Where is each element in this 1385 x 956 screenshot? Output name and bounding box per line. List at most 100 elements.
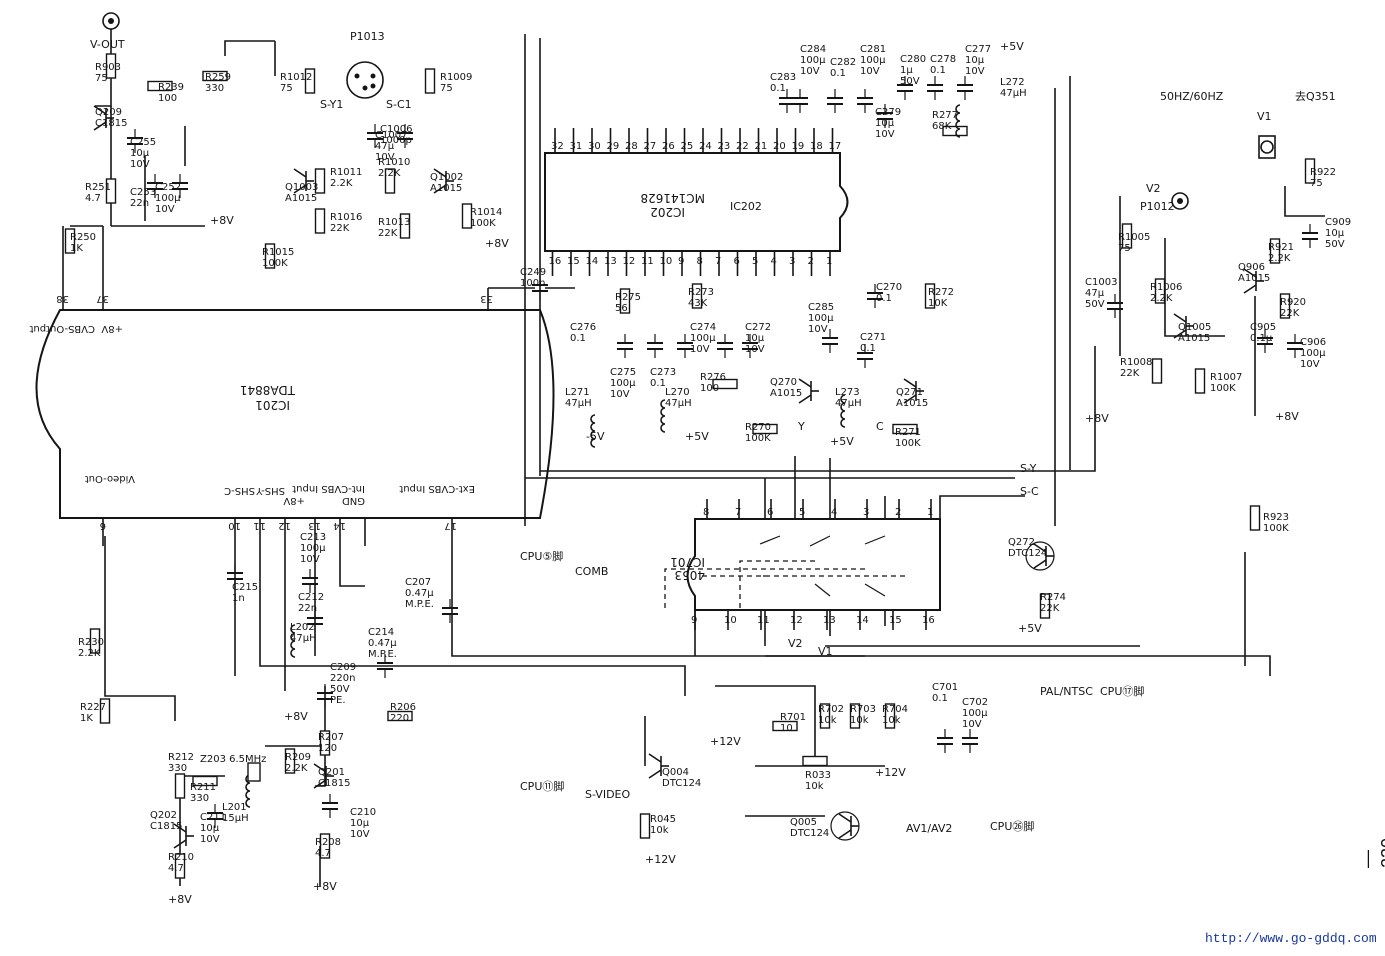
- r251-label: 4.7: [85, 193, 101, 204]
- source-url: http://www.go-gddq.com: [1205, 931, 1377, 946]
- c274-label: 10V: [690, 344, 710, 355]
- r702-resistor: [819, 703, 831, 729]
- c249-capacitor: [532, 276, 548, 300]
- c207-label: M.P.E.: [405, 599, 434, 610]
- r208-resistor: [319, 833, 331, 859]
- q202-transistor: [173, 823, 194, 849]
- q271-label: Q271: [896, 387, 923, 398]
- label-v1: V1: [1257, 110, 1272, 123]
- c1003-label: 47μ: [1085, 288, 1105, 299]
- q1005-label: A1015: [1178, 333, 1210, 344]
- label-sy1: S-Y1: [320, 98, 343, 111]
- c701-label: 0.1: [932, 693, 948, 704]
- c1003-capacitor: [1107, 294, 1123, 318]
- c702-label: 10V: [962, 719, 982, 730]
- label-5v-b: +5V: [685, 430, 709, 443]
- label-q351: 去Q351: [1295, 90, 1336, 103]
- r230-resistor: [89, 628, 101, 654]
- pin-number: 31: [570, 141, 583, 152]
- component-labels: R90375R239100R259330R2514.7R2501KR101275…: [70, 44, 1351, 874]
- ic201-ref: IC201: [255, 398, 290, 412]
- q1005-transistor: [1173, 313, 1194, 339]
- c905-capacitor: [1257, 329, 1273, 353]
- r1014-label: 100K: [470, 218, 496, 229]
- pin-number: 21: [755, 141, 768, 152]
- c270-label: 0.1: [876, 293, 892, 304]
- c280-label: C280: [900, 54, 926, 65]
- c284-label: 10V: [800, 66, 820, 77]
- connector-vout: [102, 12, 120, 30]
- r702-label: R702: [818, 704, 844, 715]
- r251-label: R251: [85, 182, 111, 193]
- r1005-label: 75: [1118, 243, 1131, 254]
- r903-label: 75: [95, 73, 108, 84]
- c255-label: 10V: [130, 159, 150, 170]
- label-5v-c: +5V: [830, 435, 854, 448]
- r277-label: R277: [932, 110, 958, 121]
- pin-number: 3: [863, 507, 869, 518]
- r271-label: 100K: [895, 438, 921, 449]
- c212-capacitor: [307, 609, 323, 633]
- r210-resistor: [174, 853, 186, 879]
- q201-label: Q201: [318, 767, 345, 778]
- r701-label: 10: [780, 723, 793, 734]
- inductors: [245, 104, 961, 808]
- r1008-resistor: [1151, 358, 1163, 384]
- q1002-transistor: [433, 168, 454, 194]
- c278-label: C278: [930, 54, 956, 65]
- r250-label: 1K: [70, 243, 83, 254]
- c282-label: C282: [830, 57, 856, 68]
- page-number: — 230 —: [1357, 837, 1385, 868]
- c214-label: C214: [368, 627, 394, 638]
- l270-label: L270: [665, 387, 690, 398]
- c214-capacitor: [377, 654, 393, 678]
- pin-number: 12: [623, 256, 636, 267]
- r272-label: R272: [928, 287, 954, 298]
- pin-number: 11: [757, 615, 770, 626]
- r702-label: 10k: [818, 715, 837, 726]
- r209-resistor: [284, 748, 296, 774]
- q005-label: Q005: [790, 817, 817, 828]
- r208-label: R208: [315, 837, 341, 848]
- c207-label: C207: [405, 577, 431, 588]
- crystal-label: Z203 6.5MHz: [200, 754, 266, 765]
- c275-label: C275: [610, 367, 636, 378]
- label-comb: COMB: [575, 565, 608, 578]
- q1003-label: Q1003: [285, 182, 318, 193]
- label-sc: S-C: [1020, 485, 1039, 498]
- pin-number: 15: [567, 256, 580, 267]
- label-avsel: AV1/AV2: [906, 822, 952, 835]
- c905-label: C905: [1250, 322, 1276, 333]
- c1007-label: 47μ: [375, 141, 395, 152]
- r704-label: R704: [882, 704, 908, 715]
- r045-label: 10k: [650, 825, 669, 836]
- ic701-body: [686, 518, 941, 611]
- c906-label: 100μ: [1300, 348, 1326, 359]
- c249-label: 100n: [520, 278, 545, 289]
- c273-label: 0.1: [650, 378, 666, 389]
- c283-label: 0.1: [770, 83, 786, 94]
- r703-resistor: [849, 703, 861, 729]
- pin-number: 19: [792, 141, 805, 152]
- r1011-label: R1011: [330, 167, 362, 178]
- r273-label: 43K: [688, 298, 708, 309]
- c277-label: 10V: [965, 66, 985, 77]
- ic201-pin6: 6: [100, 520, 106, 531]
- c285-label: 100μ: [808, 313, 834, 324]
- ic201-pin10: 10: [228, 520, 241, 531]
- r920-label: 22K: [1280, 308, 1300, 319]
- q270-label: Q270: [770, 377, 797, 388]
- r704-resistor: [884, 703, 896, 729]
- r1014-label: R1014: [470, 207, 502, 218]
- r1013-resistor: [399, 213, 411, 239]
- r1005-resistor: [1121, 223, 1133, 249]
- q005-transistor: [830, 811, 860, 841]
- pin-number: 1: [826, 256, 832, 267]
- l272-label: 47μH: [1000, 88, 1027, 99]
- r275-resistor: [619, 288, 631, 314]
- r273-label: R273: [688, 287, 714, 298]
- pin-number: 4: [831, 507, 837, 518]
- pin-number: 14: [586, 256, 599, 267]
